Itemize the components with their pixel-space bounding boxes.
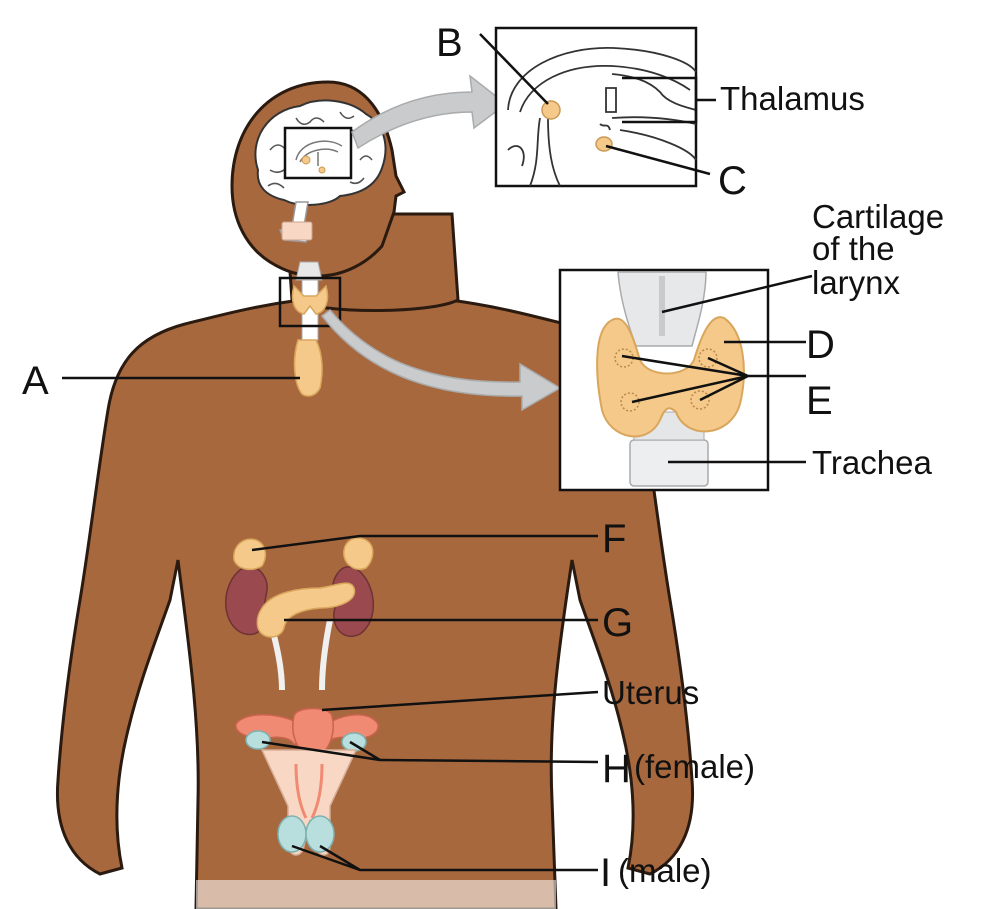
thymus <box>295 340 323 396</box>
label-E: E <box>806 379 833 423</box>
label-I-note: (male) <box>618 852 712 889</box>
label-A: A <box>22 359 49 403</box>
adrenal-left <box>234 539 266 569</box>
label-I: I <box>600 851 611 895</box>
pineal-mini <box>302 156 310 164</box>
pituitary-mini <box>319 167 325 173</box>
label-G: G <box>602 601 633 645</box>
ovary-left <box>246 731 270 749</box>
thyroid-inset-panel <box>560 270 768 490</box>
body-silhouette <box>57 82 692 909</box>
label-uterus: Uterus <box>602 674 699 711</box>
adrenal-right <box>344 538 373 569</box>
label-H-note: (female) <box>634 748 755 785</box>
spinal-cord-tip <box>282 222 312 240</box>
label-thalamus: Thalamus <box>720 80 865 117</box>
label-cartilage-line2: of the <box>812 230 895 267</box>
label-D: D <box>806 323 835 367</box>
body-fade <box>196 880 556 909</box>
pituitary-gland <box>596 137 612 151</box>
label-cartilage-line3: larynx <box>812 264 901 301</box>
label-F: F <box>602 517 626 561</box>
label-B: B <box>436 21 463 65</box>
label-H: H <box>602 747 631 791</box>
label-C: C <box>718 159 747 203</box>
label-trachea: Trachea <box>812 444 932 481</box>
pineal-gland <box>542 101 560 119</box>
